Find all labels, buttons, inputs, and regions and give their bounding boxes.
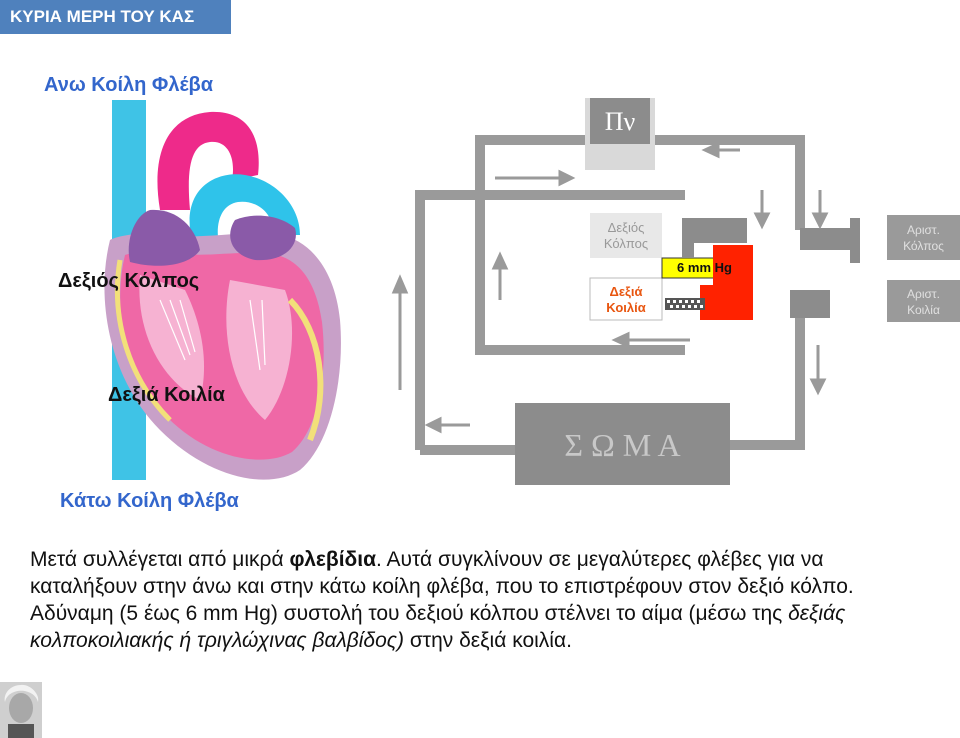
label-right-atrium: Δεξιός Κόλπος bbox=[58, 270, 200, 292]
label-right-ventricle: Δεξιά Κοιλία bbox=[108, 384, 225, 406]
systemic-out-line bbox=[730, 300, 805, 450]
right-ventricle-piston bbox=[713, 245, 753, 320]
body-label: Σ Ω Μ Α bbox=[564, 427, 681, 463]
systemic-inner-line bbox=[475, 185, 685, 355]
paragraph-part3: στην δεξιά κοιλία. bbox=[404, 629, 572, 652]
paragraph-part2: . Αυτά συγκλίνουν σε μεγαλύτερες φλέβες … bbox=[30, 548, 854, 625]
systemic-return-line bbox=[415, 190, 685, 450]
label-superior-vena-cava: Ανω Κοίλη Φλέβα bbox=[44, 74, 213, 96]
paragraph-italic-valve: δεξιάς κολποκοιλιακής ή τριγλώχινας βαλβ… bbox=[30, 602, 846, 652]
lungs-box bbox=[590, 98, 650, 144]
left-ventricle-label-line2: Κοιλία bbox=[907, 303, 940, 317]
left-ventricle-label: Αριστ. Κοιλία bbox=[887, 286, 960, 318]
lungs-label: Πν bbox=[604, 107, 636, 136]
left-atrium-shape bbox=[230, 215, 296, 261]
right-ventricle-label-line2: Κοιλία bbox=[606, 300, 646, 315]
left-ventricle-box bbox=[887, 280, 960, 322]
aorta-shape bbox=[157, 111, 259, 210]
heart-illustration bbox=[104, 100, 341, 480]
left-ventricle-cavity bbox=[226, 280, 293, 420]
left-atrium-label-line2: Κόλπος bbox=[903, 239, 944, 253]
left-atrium-box bbox=[887, 215, 960, 260]
portrait-image bbox=[0, 682, 42, 738]
flow-arrows bbox=[391, 141, 829, 434]
left-ventricle-piston bbox=[790, 290, 830, 318]
circulation-schematic bbox=[391, 98, 960, 485]
right-ventricle-label: Δεξιά Κοιλία bbox=[590, 284, 662, 316]
epicardium-shape bbox=[287, 297, 324, 442]
chordae-lines bbox=[159, 299, 266, 371]
piston-rod-pattern bbox=[667, 300, 703, 308]
left-atrium-label-line1: Αριστ. bbox=[907, 223, 940, 237]
right-ventricle-label-line1: Δεξιά bbox=[609, 284, 643, 299]
right-atrium-label-line2: Κόλπος bbox=[603, 236, 649, 251]
body-box bbox=[515, 403, 730, 485]
explanation-paragraph: Μετά συλλέγεται από μικρά φλεβίδια. Αυτά… bbox=[30, 546, 930, 654]
label-inferior-vena-cava: Κάτω Κοίλη Φλέβα bbox=[60, 490, 239, 512]
left-atrium-label: Αριστ. Κόλπος bbox=[887, 222, 960, 254]
piston-rod bbox=[665, 298, 705, 310]
paragraph-part1: Μετά συλλέγεται από μικρά bbox=[30, 548, 290, 571]
right-atrium-label-line1: Δεξιός bbox=[607, 220, 645, 235]
right-atrium-box bbox=[590, 213, 662, 258]
slide-title: ΚΥΡΙΑ ΜΕΡΗ ΤΟΥ ΚΑΣ bbox=[0, 0, 231, 34]
pulmonary-artery-shape bbox=[189, 174, 300, 250]
right-ventricle-box bbox=[589, 277, 663, 321]
left-atrium-piston bbox=[800, 228, 850, 250]
right-ventricle-cavity bbox=[139, 275, 205, 400]
paragraph-bold-venules: φλεβίδια bbox=[289, 548, 377, 571]
right-atrium-shape bbox=[128, 209, 200, 266]
pressure-label: 6 mm Hg bbox=[677, 260, 732, 275]
left-ventricle-label-line1: Αριστ. bbox=[907, 287, 940, 301]
right-atrium-label: Δεξιός Κόλπος bbox=[590, 220, 662, 252]
